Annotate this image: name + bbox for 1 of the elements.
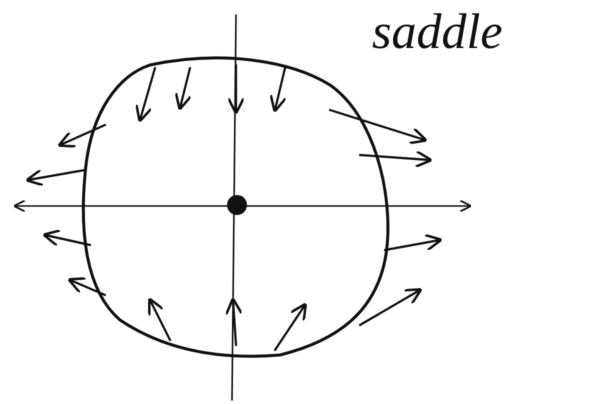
diagram-label: saddle [372, 6, 503, 56]
